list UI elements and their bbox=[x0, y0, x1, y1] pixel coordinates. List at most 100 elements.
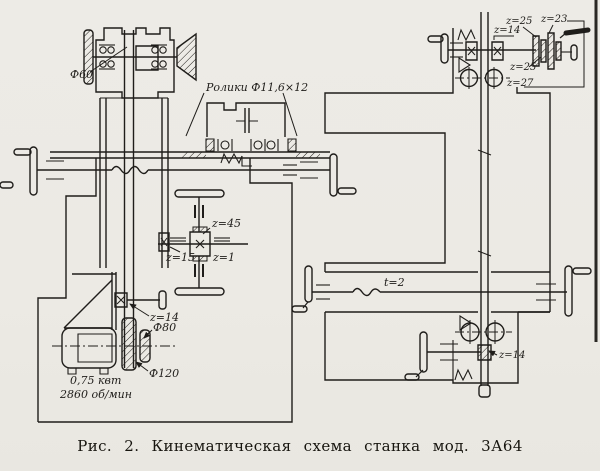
z23-leader bbox=[549, 25, 553, 33]
z25-bot-leader bbox=[529, 57, 541, 67]
crank-handle-grip bbox=[573, 268, 591, 274]
z14-top-label: z=14 bbox=[493, 25, 520, 36]
band-hatch-right bbox=[296, 152, 320, 158]
z14-bot-leader bbox=[488, 350, 497, 357]
left-labels: Ф60 Ролики Ф11,6×12 z=45 z=15 z=1 z=14 Ф… bbox=[59, 68, 308, 401]
pulley-f120 bbox=[122, 318, 136, 370]
gear-stack bbox=[533, 33, 561, 69]
shift-lever bbox=[566, 30, 588, 33]
worm-unit bbox=[158, 190, 248, 295]
z1-label: z=1 bbox=[212, 251, 235, 264]
f60-leader bbox=[90, 47, 127, 72]
z25-bottom-label: z=25 bbox=[509, 62, 536, 73]
crank-tbar bbox=[175, 190, 224, 197]
band-hatch-left bbox=[182, 152, 206, 158]
worm-wheel-box bbox=[159, 233, 169, 251]
gear-bracket bbox=[524, 21, 584, 87]
pulley-f80 bbox=[140, 330, 150, 362]
worm-cap bbox=[193, 227, 207, 232]
roller-clutch bbox=[186, 93, 297, 166]
crank-handle-grip bbox=[338, 188, 356, 194]
right-frame-arm bbox=[325, 272, 550, 312]
right-frame-lower bbox=[325, 87, 550, 383]
f80-label: Ф80 bbox=[153, 321, 176, 334]
f120-label: Ф120 bbox=[149, 367, 179, 380]
pawl-symbol bbox=[459, 58, 470, 72]
rollers-label: Ролики Ф11,6×12 bbox=[205, 81, 308, 94]
bracket-brace bbox=[64, 280, 112, 328]
z15-leader bbox=[170, 247, 180, 252]
gear-x-mark bbox=[494, 47, 501, 55]
upper-shaft bbox=[37, 167, 330, 174]
headstock bbox=[84, 28, 196, 98]
feed-screw bbox=[478, 12, 491, 397]
motor-core bbox=[78, 334, 112, 362]
left-frame-right-edge bbox=[38, 158, 292, 422]
f120-leader bbox=[135, 361, 148, 371]
motor-body bbox=[62, 328, 116, 368]
right-labels: z=14 z=25 z=23 z=25 z=27 t=2 z=14 bbox=[384, 14, 567, 361]
z27-label: z=27 bbox=[506, 78, 534, 89]
motor-power-label: 0,75 квт bbox=[70, 374, 121, 387]
z15-label: z=15 bbox=[165, 251, 195, 264]
motor-foot bbox=[100, 368, 108, 374]
crank-handle-bar bbox=[565, 266, 572, 316]
spring-symbol bbox=[458, 30, 475, 40]
figure-caption: Рис. 2. Кинематическая схема станка мод.… bbox=[77, 437, 523, 455]
spring-symbol bbox=[221, 154, 242, 163]
gear-box bbox=[492, 42, 503, 60]
z14-leader bbox=[129, 303, 149, 316]
clutch-housing bbox=[207, 103, 285, 137]
z14-bottom-label: z=14 bbox=[498, 350, 525, 361]
z25-top-label: z=25 bbox=[505, 16, 532, 27]
f60-label: Ф60 bbox=[70, 68, 93, 81]
left-frame-left-edge bbox=[38, 158, 96, 422]
leadscrew-group bbox=[292, 266, 591, 316]
crank-handle-grip bbox=[405, 374, 419, 380]
upper-shaft-group bbox=[0, 147, 356, 196]
crank-handle-bar bbox=[30, 147, 37, 195]
pawl-symbol bbox=[460, 316, 471, 330]
headstock-gear-block bbox=[136, 46, 158, 70]
crank-handle-bar bbox=[441, 34, 448, 63]
z23-label: z=23 bbox=[540, 14, 567, 25]
z45-leader bbox=[203, 228, 210, 234]
left-machine: Ф60 Ролики Ф11,6×12 z=45 z=15 z=1 z=14 Ф… bbox=[0, 28, 356, 422]
cone-pulley bbox=[177, 34, 196, 80]
z45-label: z=45 bbox=[211, 217, 241, 230]
screw-gear-box bbox=[478, 345, 491, 360]
crank-tbar bbox=[175, 288, 224, 295]
crank-handle-grip bbox=[0, 182, 13, 188]
z14-left-label: z=14 bbox=[149, 311, 179, 324]
rollers-leader-right bbox=[283, 93, 297, 136]
z14-bracket bbox=[494, 36, 514, 40]
leadscrew-shaft bbox=[312, 289, 567, 296]
screw-end-cap bbox=[479, 385, 490, 397]
clutch-bracket bbox=[242, 156, 252, 166]
rollers-leader-left bbox=[186, 93, 204, 136]
f80-leader bbox=[143, 330, 152, 339]
knob bbox=[571, 45, 577, 60]
z25-top-leader bbox=[523, 27, 536, 37]
bottom-drive bbox=[405, 316, 512, 380]
crank-handle-grip bbox=[292, 306, 307, 312]
motor-speed-label: 2860 об/мин bbox=[59, 388, 132, 401]
bearing-balls bbox=[100, 47, 166, 67]
crank-handle-bar bbox=[305, 266, 312, 302]
gear-x-mark bbox=[468, 47, 475, 55]
break-tick bbox=[478, 251, 491, 256]
gear-box bbox=[466, 42, 477, 60]
spring-symbol bbox=[455, 370, 472, 380]
worm-cap bbox=[193, 256, 207, 261]
crank-stem bbox=[303, 302, 308, 308]
feed-pinion bbox=[115, 291, 166, 316]
crank-handle-grip bbox=[14, 149, 31, 155]
crank-stem bbox=[416, 370, 423, 377]
crank-handle-bar bbox=[330, 154, 337, 196]
crank-handle-bar bbox=[420, 332, 427, 372]
feed-knob bbox=[159, 291, 166, 309]
motor-foot bbox=[68, 368, 76, 374]
break-tick bbox=[478, 150, 491, 155]
